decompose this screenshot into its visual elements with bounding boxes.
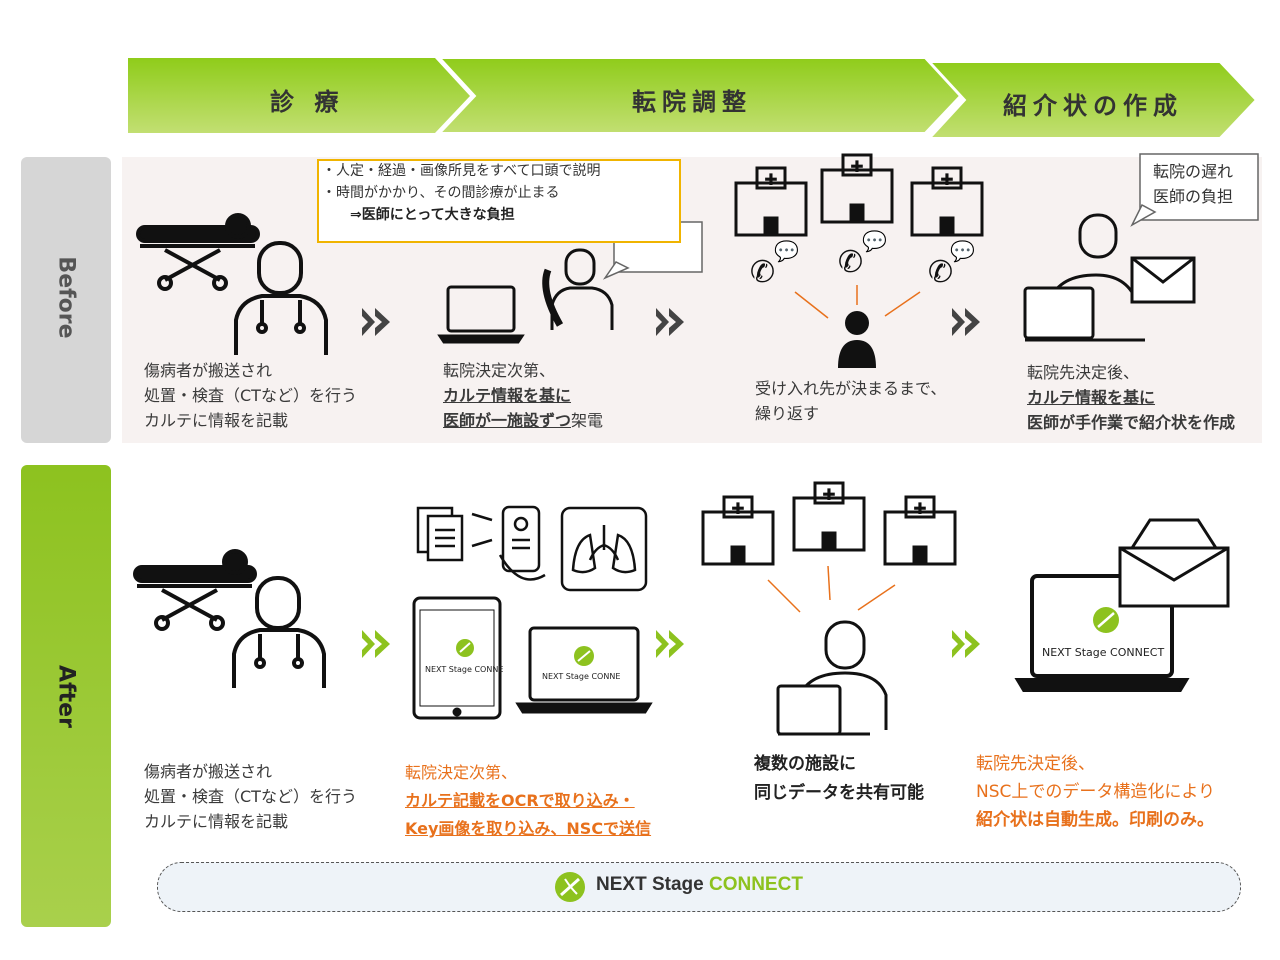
after-col1-line3: カルテに情報を記載: [144, 812, 289, 831]
connection-arrows: [794, 285, 921, 319]
logo-icon: [574, 646, 594, 666]
svg-text:✆: ✆: [750, 255, 775, 290]
svg-text:✆: ✆: [838, 245, 863, 280]
laptop-logo-text: NEXT Stage CONNE: [542, 672, 621, 681]
before-col2-line3: 医師が一施設ずつ架電: [443, 408, 603, 433]
chevron-icon: [656, 308, 684, 336]
after-col1-line1: 傷病者が搬送され: [144, 762, 273, 781]
stage-arrow-3: [927, 61, 1258, 139]
nsc-logo-icon: [555, 872, 585, 902]
hospital-icon: ✚: [820, 153, 894, 224]
person-phone-icon: [838, 311, 876, 368]
chevron-icon: [656, 630, 684, 658]
doctor-laptop-icon: [1023, 213, 1145, 342]
svg-text:💬: 💬: [862, 229, 887, 253]
logo-icon: [456, 639, 474, 657]
hospital-icon: ✚: [734, 166, 808, 237]
monitor-logo-text: NEXT Stage CONNECT: [1042, 646, 1165, 659]
before-col4-line1: 転院先決定後、: [1027, 363, 1140, 382]
hospital-icon: ✚: [910, 166, 984, 237]
before-col1-line2: 処置・検査（CTなど）を行う: [144, 386, 357, 405]
stretcher-patient-icon: [136, 213, 260, 291]
before-col2-line2: カルテ情報を基に: [443, 386, 572, 405]
person-laptop-icon: [776, 620, 888, 736]
doctor-phone-icon: [542, 248, 614, 330]
before-row-tab: [21, 157, 111, 443]
stage-label-2: 転院調整: [632, 88, 752, 116]
note-box: [317, 159, 681, 243]
before-col4-line3: 医師が手作業で紹介状を作成: [1027, 413, 1236, 432]
stage-label-1: 診 療: [270, 88, 345, 116]
after-col2-line2: カルテ記載をOCRで取り込み・: [405, 791, 635, 810]
hospital-icon: ✚: [883, 495, 957, 566]
after-col4-line3: 紹介状は自動生成。印刷のみ。: [976, 810, 1214, 830]
before-col3-line1: 受け入れ先が決まるまで、: [755, 379, 947, 398]
before-col2-line3-emph: 医師が一施設ずつ: [443, 411, 572, 430]
before-col1-line1: 傷病者が搬送され: [144, 361, 273, 380]
tablet-logo-text: NEXT Stage CONNE: [425, 665, 504, 674]
svg-text:💬: 💬: [950, 239, 975, 263]
note-line-3: ⇒医師にとって大きな負担: [350, 207, 515, 223]
note-line-1: ・人定・経過・画像所見をすべて口頭で説明: [322, 163, 601, 179]
stage-label-3: 紹介状の作成: [1003, 92, 1183, 120]
before-col1-line3: カルテに情報を記載: [144, 411, 289, 430]
bubble-line-2: 医師の負担: [1153, 187, 1234, 206]
after-col3-line1: 複数の施設に: [754, 754, 856, 774]
nsc-logo-connect: CONNECT: [708, 874, 803, 895]
after-col1-line2: 処置・検査（CTなど）を行う: [144, 787, 357, 806]
before-col3-line2: 繰り返す: [755, 404, 820, 423]
documents-icon: [416, 506, 464, 562]
chevron-icon: [952, 630, 980, 658]
hospital-icon: ✚: [701, 495, 775, 566]
after-col4-line1: 転院先決定後、: [976, 754, 1095, 774]
nsc-logo-text: NEXT Stage CONNECT: [596, 874, 803, 896]
speech-bubble-icon: [1130, 153, 1259, 227]
chevron-icon: [362, 308, 390, 336]
after-col4-line2: NSC上でのデータ構造化により: [976, 782, 1216, 802]
before-col4-line2: カルテ情報を基に: [1027, 388, 1156, 407]
doctor-icon: [232, 576, 326, 688]
svg-text:✚: ✚: [731, 499, 744, 518]
svg-text:✚: ✚: [940, 170, 953, 189]
after-row-tab: [21, 465, 111, 927]
after-col2-line3: Key画像を取り込み、NSCで送信: [405, 819, 652, 838]
laptop-icon: [515, 626, 653, 714]
phone-call-icon: ✆💬: [838, 229, 887, 280]
stretcher-patient-icon: [133, 549, 257, 631]
svg-text:✚: ✚: [850, 157, 863, 176]
connection-arrows: [767, 565, 896, 613]
stage-arrow-2: [437, 57, 962, 134]
stage-arrow-1: [128, 58, 470, 133]
svg-text:💬: 💬: [774, 239, 799, 263]
svg-text:✚: ✚: [764, 170, 777, 189]
doctor-icon: [234, 241, 328, 355]
before-col2-line3-tail: 架電: [571, 411, 604, 430]
platform-bar: [157, 862, 1241, 912]
tablet-icon: [412, 596, 502, 720]
logo-icon: [1093, 607, 1119, 633]
svg-text:✚: ✚: [822, 485, 835, 504]
laptop-icon: [437, 285, 525, 344]
before-col2-line1: 転院決定次第、: [443, 361, 556, 380]
lungs-icon: [560, 506, 648, 592]
nsc-logo-next: NEXT Stage: [596, 874, 709, 895]
bubble-line-1: 転院の遅れ: [1153, 162, 1234, 181]
note-line-2: ・時間がかかり、その間診療が止まる: [322, 185, 560, 201]
smartphone-hand-icon: [498, 505, 546, 581]
envelope-icon: [1130, 256, 1196, 304]
phone-call-icon: ✆💬: [750, 239, 799, 290]
after-col3-line2: 同じデータを共有可能: [754, 783, 924, 803]
phone-call-icon: ✆💬: [928, 239, 975, 290]
envelope-icon: [1118, 518, 1230, 608]
svg-text:✚: ✚: [913, 499, 926, 518]
chevron-icon: [952, 308, 980, 336]
svg-text:✆: ✆: [928, 255, 953, 290]
chevron-icon: [362, 630, 390, 658]
hospital-icon: ✚: [792, 481, 866, 552]
after-col2-line1: 転院決定次第、: [405, 763, 518, 782]
